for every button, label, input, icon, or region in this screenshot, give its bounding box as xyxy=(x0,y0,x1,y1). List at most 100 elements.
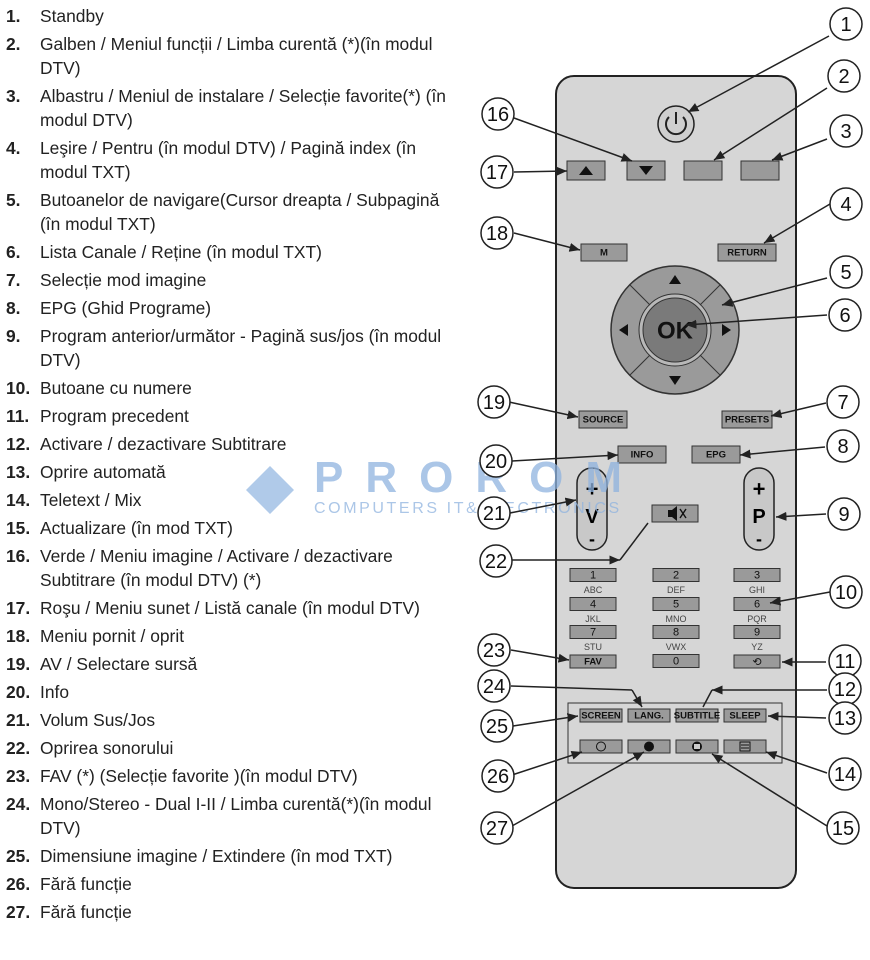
number-button-letters: MNO xyxy=(666,614,687,624)
callout-22: 22 xyxy=(479,544,513,578)
mute-button[interactable] xyxy=(651,504,699,523)
number-button-letters: STU xyxy=(584,642,602,652)
info-button[interactable]: INFO xyxy=(617,445,667,464)
teletext-button-1[interactable] xyxy=(579,739,623,754)
teletext-mix-button[interactable] xyxy=(723,739,767,754)
legend-number: 20. xyxy=(6,682,31,702)
callout-number: 13 xyxy=(834,708,856,730)
legend-number: 19. xyxy=(6,654,31,674)
legend-number: 21. xyxy=(6,710,31,730)
blue-button[interactable] xyxy=(740,160,780,181)
legend-text: Oprire automată xyxy=(40,462,166,482)
svg-text:SCREEN: SCREEN xyxy=(581,711,621,722)
number-button-7[interactable]: 7 xyxy=(569,625,617,639)
legend-number: 22. xyxy=(6,738,31,758)
leader-lines xyxy=(508,35,831,827)
callout-6: 6 xyxy=(828,298,862,332)
callout-16: 16 xyxy=(481,97,515,131)
legend-text: Info xyxy=(40,682,70,702)
legend-number: 5. xyxy=(6,190,21,210)
program-rocker[interactable]: + P - xyxy=(743,467,775,551)
number-button-5[interactable]: 5 xyxy=(652,597,700,611)
legend-item: 17.Roşu / Meniu sunet / Listă canale (în… xyxy=(6,596,446,620)
number-button-6[interactable]: 6 xyxy=(733,597,781,611)
presets-button[interactable]: PRESETS xyxy=(721,410,773,429)
swap-button[interactable]: ⟲ xyxy=(733,654,781,669)
number-button-0[interactable]: 0 xyxy=(652,654,700,668)
green-button[interactable] xyxy=(626,160,666,181)
legend-item: 23.FAV (*) (Selecție favorite )(în modul… xyxy=(6,764,446,788)
return-button[interactable]: RETURN xyxy=(717,243,777,262)
legend-number: 6. xyxy=(6,242,21,262)
circle-icon xyxy=(644,741,654,752)
svg-text:+: + xyxy=(586,477,599,502)
callout-18: 18 xyxy=(480,216,514,250)
legend-number: 14. xyxy=(6,490,31,510)
callout-25: 25 xyxy=(480,709,514,743)
legend-text: Fără funcție xyxy=(40,874,132,894)
callout-number: 14 xyxy=(834,764,856,786)
number-button-9[interactable]: 9 xyxy=(733,625,781,639)
legend-item: 7.Selecție mod imagine xyxy=(6,268,446,292)
callout-1: 1 xyxy=(829,7,863,41)
lang-button[interactable]: LANG. xyxy=(627,708,671,723)
update-button[interactable] xyxy=(675,739,719,754)
number-button-8[interactable]: 8 xyxy=(652,625,700,639)
number-button-2[interactable]: 2 xyxy=(652,568,700,582)
legend-number: 8. xyxy=(6,298,21,318)
legend-text: Activare / dezactivare Subtitrare xyxy=(40,434,287,454)
screen-button[interactable]: SCREEN xyxy=(579,708,623,723)
number-button-4[interactable]: 4 xyxy=(569,597,617,611)
number-button-1[interactable]: 1 xyxy=(569,568,617,582)
number-button-3[interactable]: 3 xyxy=(733,568,781,582)
legend-text: EPG (Ghid Programe) xyxy=(40,298,212,318)
number-button-letters: VWX xyxy=(666,642,687,652)
teletext-reveal-icon xyxy=(596,741,606,752)
legend-number: 4. xyxy=(6,138,21,158)
legend-text: Mono/Stereo - Dual I-II / Limba curentă(… xyxy=(40,794,432,838)
legend-item: 9.Program anterior/următor - Pagină sus/… xyxy=(6,324,446,372)
legend-number: 13. xyxy=(6,462,31,482)
svg-text:SOURCE: SOURCE xyxy=(583,415,624,426)
callout-number: 15 xyxy=(832,818,854,840)
callout-number: 8 xyxy=(837,436,848,458)
callout-number: 10 xyxy=(835,582,857,604)
fav-button[interactable]: FAV xyxy=(569,654,617,669)
legend-text: Actualizare (în mod TXT) xyxy=(40,518,233,538)
legend-number: 16. xyxy=(6,546,31,566)
volume-rocker[interactable]: + V - xyxy=(576,467,608,551)
sleep-button[interactable]: SLEEP xyxy=(723,708,767,723)
yellow-button[interactable] xyxy=(683,160,723,181)
callout-number: 18 xyxy=(486,223,508,245)
legend-item: 19.AV / Selectare sursă xyxy=(6,652,446,676)
legend-number: 23. xyxy=(6,766,31,786)
red-button[interactable] xyxy=(566,160,606,181)
epg-button[interactable]: EPG xyxy=(691,445,741,464)
legend-text: Verde / Meniu imagine / Activare / dezac… xyxy=(40,546,393,590)
legend-text: Butoanelor de navigare(Cursor dreapta / … xyxy=(40,190,440,234)
legend-number: 7. xyxy=(6,270,21,290)
ok-button[interactable]: OK xyxy=(642,297,708,363)
callout-number: 4 xyxy=(840,194,851,216)
legend-item: 27.Fără funcție xyxy=(6,900,446,924)
source-button[interactable]: SOURCE xyxy=(578,410,628,429)
svg-text:SUBTITLE: SUBTITLE xyxy=(674,711,720,722)
standby-button[interactable] xyxy=(657,105,695,143)
legend-item: 15.Actualizare (în mod TXT) xyxy=(6,516,446,540)
legend-text: Butoane cu numere xyxy=(40,378,192,398)
menu-button[interactable]: M xyxy=(580,243,628,262)
legend-text: Dimensiune imagine / Extindere (în mod T… xyxy=(40,846,393,866)
subtitle-button[interactable]: SUBTITLE xyxy=(674,708,720,723)
callout-number: 5 xyxy=(840,262,851,284)
mute-icon xyxy=(668,506,677,521)
callout-23: 23 xyxy=(477,633,511,667)
callout-3: 3 xyxy=(829,114,863,148)
teletext-button-2[interactable] xyxy=(627,739,671,754)
callout-11: 11 xyxy=(828,644,862,678)
legend-item: 4.Leşire / Pentru (în modul DTV) / Pagin… xyxy=(6,136,446,184)
legend-text: Galben / Meniul funcții / Limba curentă … xyxy=(40,34,433,78)
legend-item: 18.Meniu pornit / oprit xyxy=(6,624,446,648)
